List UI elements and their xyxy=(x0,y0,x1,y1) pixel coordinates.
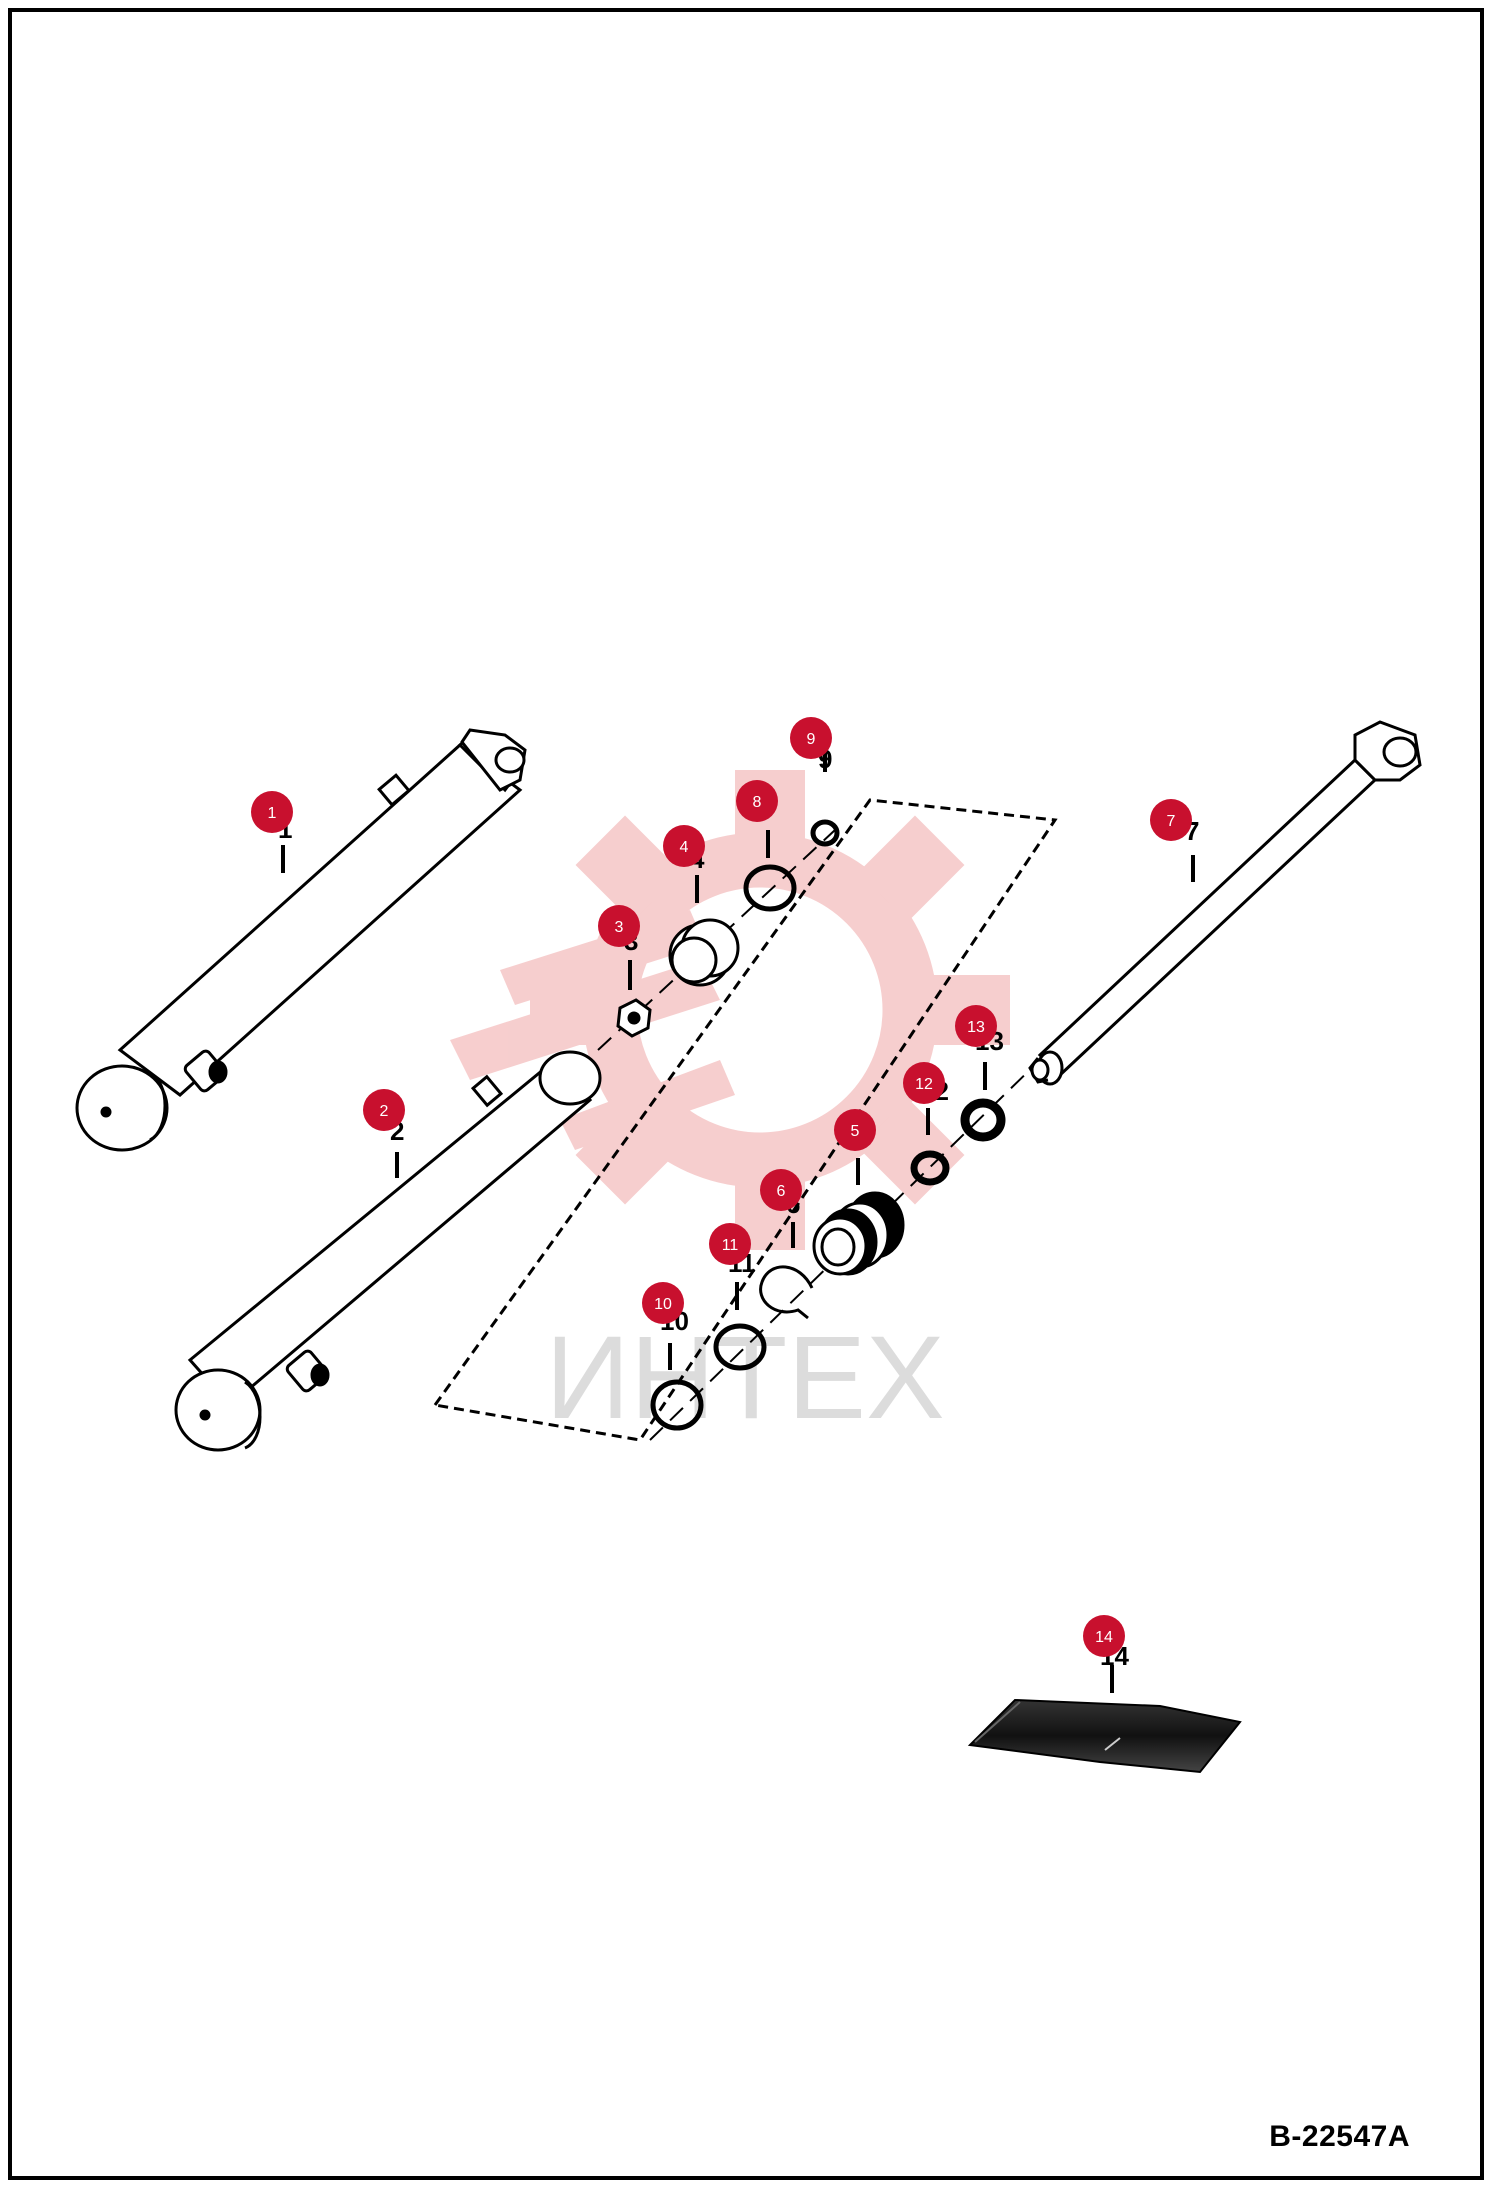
part-7-piston-rod xyxy=(1028,720,1422,1086)
part-13-wiper-seal xyxy=(960,1098,1006,1142)
callout-5[interactable]: 5 xyxy=(834,1109,876,1151)
callout-6[interactable]: 6 xyxy=(760,1169,802,1211)
callout-13-label: 13 xyxy=(967,1019,985,1036)
part-14-decal xyxy=(967,1698,1242,1774)
callout-markers: 1 2 3 4 5 6 7 8 xyxy=(251,717,1192,1657)
callout-10[interactable]: 10 xyxy=(642,1282,684,1324)
callout-9[interactable]: 9 xyxy=(790,717,832,759)
callout-3[interactable]: 3 xyxy=(598,905,640,947)
callout-8-label: 8 xyxy=(753,794,762,811)
callout-7-label: 7 xyxy=(1167,813,1176,830)
part-5-piston xyxy=(812,1191,905,1276)
part-12-seal xyxy=(910,1150,950,1186)
callout-6-label: 6 xyxy=(777,1183,786,1200)
part-1-cylinder-barrel xyxy=(75,728,527,1152)
callout-4[interactable]: 4 xyxy=(663,825,705,867)
callout-12[interactable]: 12 xyxy=(903,1062,945,1104)
callout-9-label: 9 xyxy=(807,731,816,748)
callout-5-label: 5 xyxy=(851,1123,860,1140)
part-11-o-ring xyxy=(713,1323,767,1371)
part-4-bushing xyxy=(668,918,740,987)
callout-11-label: 11 xyxy=(722,1237,739,1254)
seal-kit-outline xyxy=(432,798,1058,1442)
leader-lines xyxy=(281,745,1195,1693)
callout-13[interactable]: 13 xyxy=(955,1005,997,1047)
callout-8[interactable]: 8 xyxy=(736,780,778,822)
callout-4-label: 4 xyxy=(680,839,689,856)
part-2-cylinder-body xyxy=(174,1050,602,1452)
watermark-text: ИНТЕХ xyxy=(545,1312,945,1444)
callout-1-label: 1 xyxy=(268,805,277,822)
drawing-frame xyxy=(8,8,1484,2180)
part-6-retaining-ring xyxy=(759,1265,814,1320)
callout-2-label: 2 xyxy=(380,1103,389,1120)
part-8-o-ring xyxy=(743,864,797,912)
callout-2[interactable]: 2 xyxy=(363,1089,405,1131)
callout-1[interactable]: 1 xyxy=(251,791,293,833)
callout-3-label: 3 xyxy=(615,919,624,936)
callout-14[interactable]: 14 xyxy=(1083,1615,1125,1657)
part-9-small-o-ring xyxy=(810,819,840,847)
drawing-number: B-22547A xyxy=(1269,2120,1410,2153)
callout-12-label: 12 xyxy=(915,1076,933,1093)
assembly-axis-lines xyxy=(597,829,1041,1441)
callout-14-label: 14 xyxy=(1095,1629,1113,1646)
part-10-o-ring xyxy=(650,1379,704,1431)
part-3-nut xyxy=(616,998,652,1038)
callout-11[interactable]: 11 xyxy=(709,1223,751,1265)
callout-10-label: 10 xyxy=(654,1296,672,1313)
callout-7[interactable]: 7 xyxy=(1150,799,1192,841)
